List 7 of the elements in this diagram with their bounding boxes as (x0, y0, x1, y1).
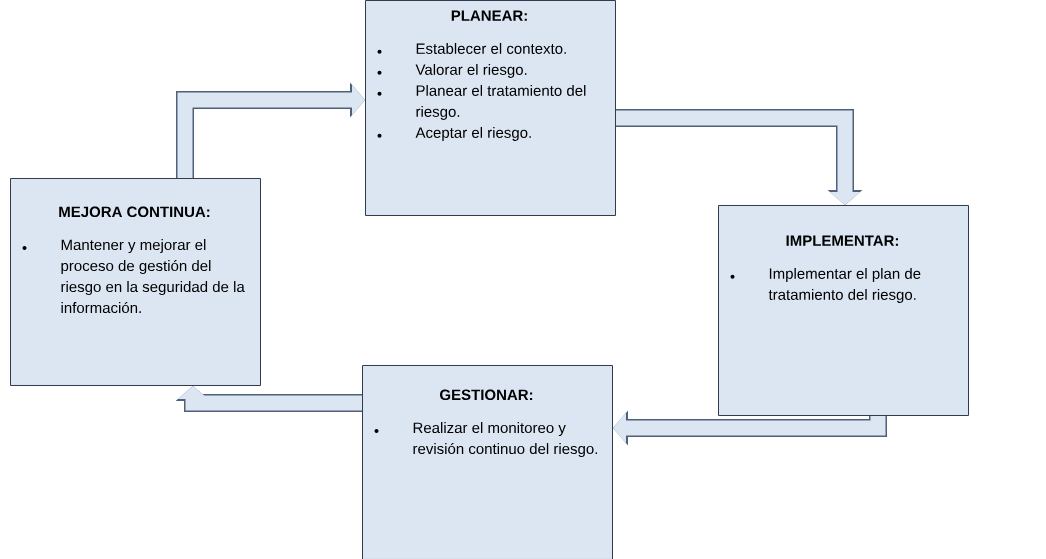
process-box: MEJORA CONTINUA: Mantener y mejorar el proceso de gestión del riesgo en la seguridad de la información. (10, 178, 261, 386)
block-arrow (616, 109, 863, 205)
process-box: IMPLEMENTAR: Implementar el plan de tratamiento del riesgo. (718, 205, 969, 416)
process-box: PLANEAR: Establecer el contexto. Valorar el riesgo. Planear el tratamiento del riesgo. Aceptar el riesgo. (365, 0, 616, 216)
block-arrow (176, 82, 365, 178)
process-box: GESTIONAR: Realizar el monitoreo y revisión continuo del riesgo. (362, 365, 613, 559)
block-arrow (175, 386, 362, 412)
